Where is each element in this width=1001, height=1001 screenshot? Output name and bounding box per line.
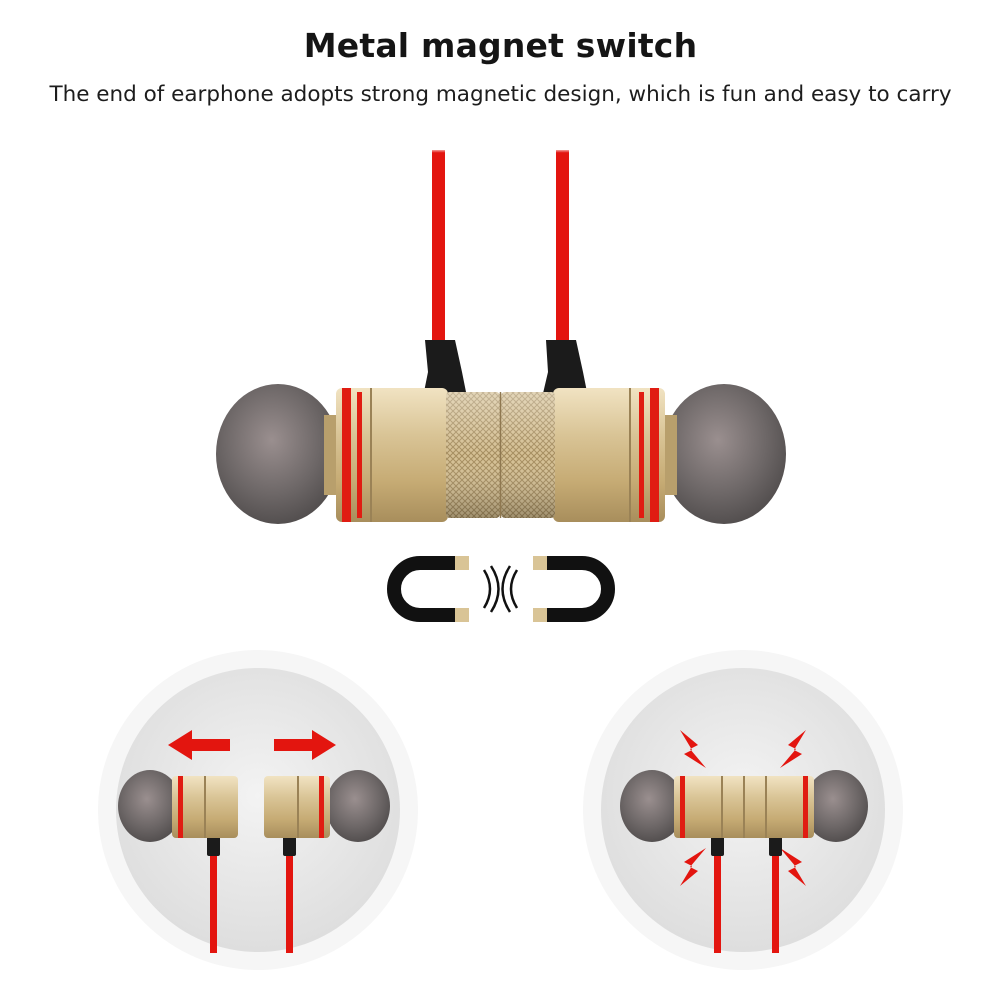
left-cable (432, 150, 445, 355)
arrow-right-icon (274, 730, 336, 760)
lightning-icon (780, 848, 806, 886)
left-red-ring (342, 388, 351, 522)
left-strain-relief (422, 340, 468, 402)
lightning-icon (680, 730, 706, 768)
right-strain-relief (541, 340, 589, 402)
lightning-icon (680, 848, 706, 886)
main-earphones (216, 148, 786, 524)
right-red-ring (650, 388, 659, 522)
right-cable (556, 150, 569, 355)
lightning-icon (780, 730, 806, 768)
arrow-left-icon (168, 730, 230, 760)
left-housing (336, 388, 448, 522)
page-subtitle: The end of earphone adopts strong magnet… (49, 82, 952, 107)
right-housing (553, 388, 665, 522)
page-title: Metal magnet switch (303, 26, 698, 65)
right-ear-tip (662, 384, 786, 524)
attached-earphones-circle (583, 650, 903, 970)
left-ear-tip (216, 384, 340, 524)
detached-earphones-circle (98, 650, 418, 970)
magnet-attract-icon (387, 556, 615, 622)
